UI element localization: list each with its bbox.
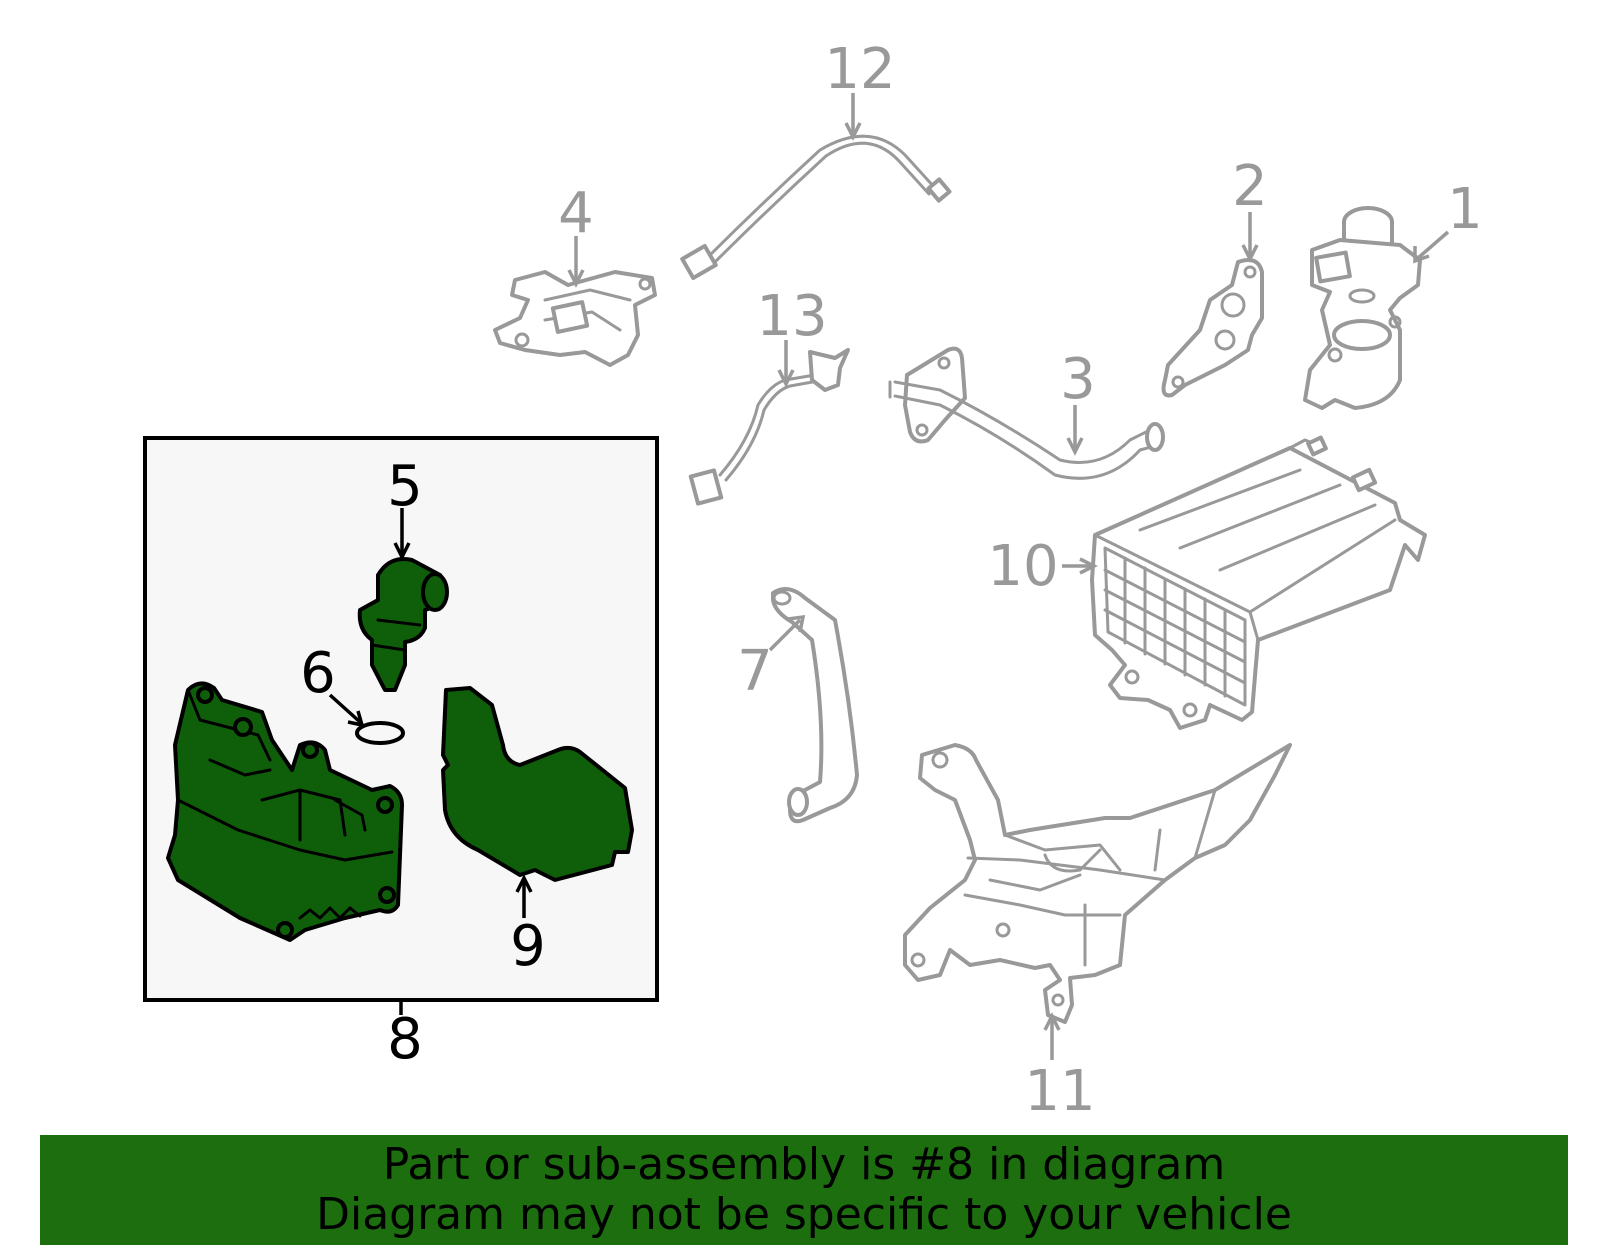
part-2-gasket[interactable] <box>1161 258 1264 398</box>
part-3-pipe[interactable] <box>888 346 1165 480</box>
banner-line-1: Part or sub-assembly is #8 in diagram <box>382 1139 1226 1190</box>
callout-13[interactable]: 13 <box>756 284 827 349</box>
part-10-canister[interactable] <box>1090 435 1427 730</box>
part-5-valve[interactable] <box>357 557 449 692</box>
part-4-sensor[interactable] <box>493 270 657 367</box>
part-6-o-ring[interactable] <box>355 721 405 745</box>
callout-6[interactable]: 6 <box>300 641 336 706</box>
info-banner: Part or sub-assembly is #8 in diagram Di… <box>40 1135 1568 1245</box>
callout-8[interactable]: 8 <box>387 1007 423 1072</box>
callout-2[interactable]: 2 <box>1232 154 1268 219</box>
callout-10[interactable]: 10 <box>987 534 1058 599</box>
part-11-tray[interactable] <box>903 743 1292 1024</box>
callout-12[interactable]: 12 <box>824 37 895 102</box>
part-8-housing[interactable] <box>166 681 404 942</box>
callout-9[interactable]: 9 <box>510 914 546 979</box>
callout-11[interactable]: 11 <box>1024 1059 1095 1124</box>
callout-1[interactable]: 1 <box>1447 177 1483 242</box>
banner-line-2: Diagram may not be specific to your vehi… <box>316 1189 1292 1240</box>
callout-3[interactable]: 3 <box>1060 347 1096 412</box>
part-13-wire[interactable] <box>688 348 850 506</box>
callout-4[interactable]: 4 <box>558 181 594 246</box>
callout-7[interactable]: 7 <box>737 639 773 704</box>
part-7-hose[interactable] <box>771 587 859 824</box>
part-9-cover[interactable] <box>441 686 634 882</box>
callout-5[interactable]: 5 <box>387 454 423 519</box>
part-12-harness[interactable] <box>680 134 952 281</box>
part-1-egr-valve[interactable] <box>1303 206 1422 410</box>
